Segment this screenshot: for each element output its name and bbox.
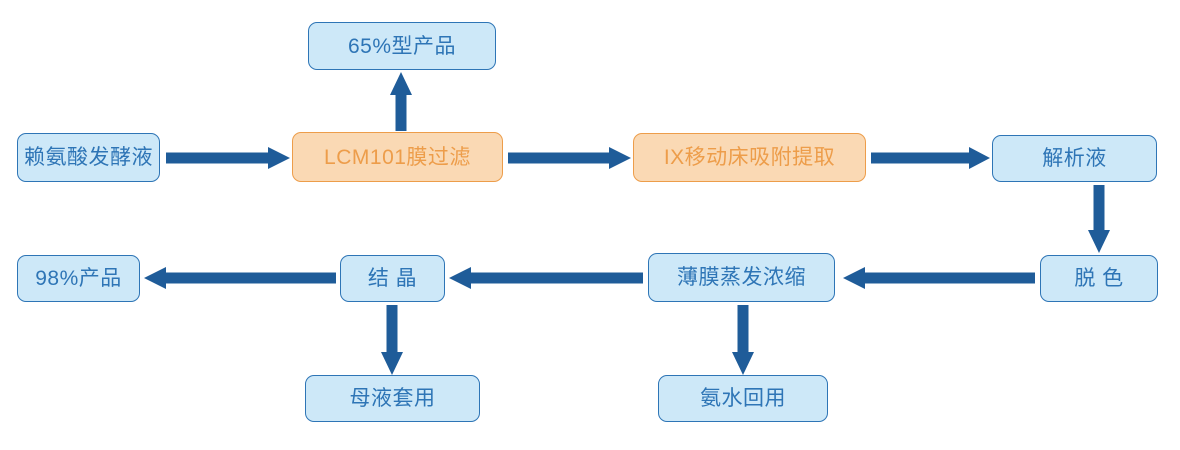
node-product98[interactable]: 98%产品: [17, 255, 140, 302]
edge-lcm101-to-ix: [508, 147, 631, 169]
node-motherliq-label: 母液套用: [349, 387, 436, 410]
edge-evaporate-to-ammonia: [732, 305, 754, 375]
edge-feed-to-lcm101: [166, 147, 290, 169]
edge-lcm101-to-product65: [390, 72, 412, 131]
node-decolor[interactable]: 脱 色: [1040, 255, 1158, 302]
node-lcm101-label: LCM101膜过滤: [324, 145, 471, 169]
node-crystallize-label: 结 晶: [367, 267, 418, 290]
node-decolor-label: 脱 色: [1074, 267, 1124, 290]
edge-crystallize-to-motherliq: [381, 305, 403, 375]
edge-evaporate-to-crystallize: [449, 267, 643, 289]
node-lcm101[interactable]: LCM101膜过滤: [292, 132, 503, 182]
edge-crystallize-to-product98: [144, 267, 336, 289]
node-feed-label: 赖氨酸发酵液: [24, 146, 153, 169]
node-ix[interactable]: IX移动床吸附提取: [633, 133, 866, 182]
node-eluate-label: 解析液: [1042, 147, 1107, 170]
node-evaporate-label: 薄膜蒸发浓缩: [677, 266, 806, 289]
node-motherliq[interactable]: 母液套用: [305, 375, 480, 422]
edge-decolor-to-evaporate: [843, 267, 1035, 289]
node-evaporate[interactable]: 薄膜蒸发浓缩: [648, 253, 835, 302]
node-product65[interactable]: 65%型产品: [308, 22, 496, 70]
edge-eluate-to-decolor: [1088, 185, 1110, 253]
node-crystallize[interactable]: 结 晶: [340, 255, 445, 302]
node-ammonia-label: 氨水回用: [700, 387, 786, 410]
edge-ix-to-eluate: [871, 147, 990, 169]
node-eluate[interactable]: 解析液: [992, 135, 1157, 182]
node-product65-label: 65%型产品: [347, 34, 457, 58]
node-product98-label: 98%产品: [35, 267, 122, 290]
node-ammonia[interactable]: 氨水回用: [658, 375, 828, 422]
node-ix-label: IX移动床吸附提取: [663, 146, 836, 169]
node-feed[interactable]: 赖氨酸发酵液: [17, 133, 160, 182]
